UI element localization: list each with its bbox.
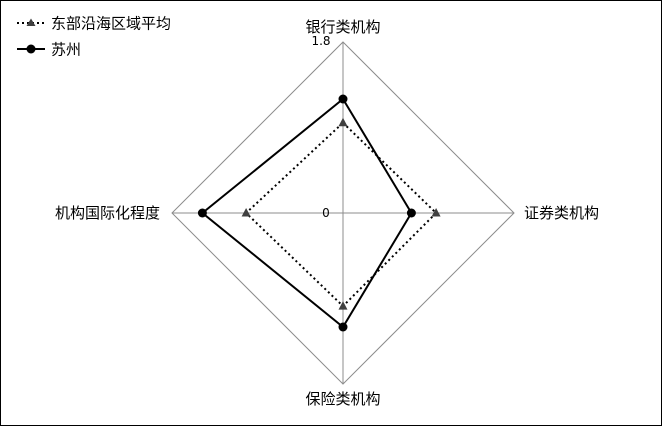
legend-item-suzhou: 苏州 bbox=[17, 41, 81, 59]
axis-label: 证券类机构 bbox=[524, 204, 599, 222]
data-point-circle bbox=[406, 208, 416, 218]
data-point-triangle bbox=[431, 208, 441, 217]
legend-label-east-average: 东部沿海区域平均 bbox=[51, 15, 171, 33]
legend-circle-marker bbox=[26, 44, 36, 54]
data-point-triangle bbox=[241, 208, 251, 217]
data-point-circle bbox=[197, 208, 207, 218]
data-point-triangle bbox=[338, 117, 348, 127]
tick-label-min: 0 bbox=[322, 206, 330, 220]
legend-item-east-average: 东部沿海区域平均 bbox=[17, 15, 171, 33]
legend-label-suzhou: 苏州 bbox=[51, 41, 81, 59]
data-point-triangle bbox=[338, 301, 348, 310]
legend-triangle-marker bbox=[26, 18, 36, 26]
axis-label: 保险类机构 bbox=[305, 390, 380, 408]
axis-label: 机构国际化程度 bbox=[55, 204, 160, 222]
tick-label-max: 1.8 bbox=[311, 34, 330, 48]
axis-label: 银行类机构 bbox=[305, 18, 380, 36]
data-point-circle bbox=[338, 94, 348, 104]
legend: 东部沿海区域平均 苏州 bbox=[17, 15, 171, 59]
data-point-circle bbox=[338, 322, 348, 332]
